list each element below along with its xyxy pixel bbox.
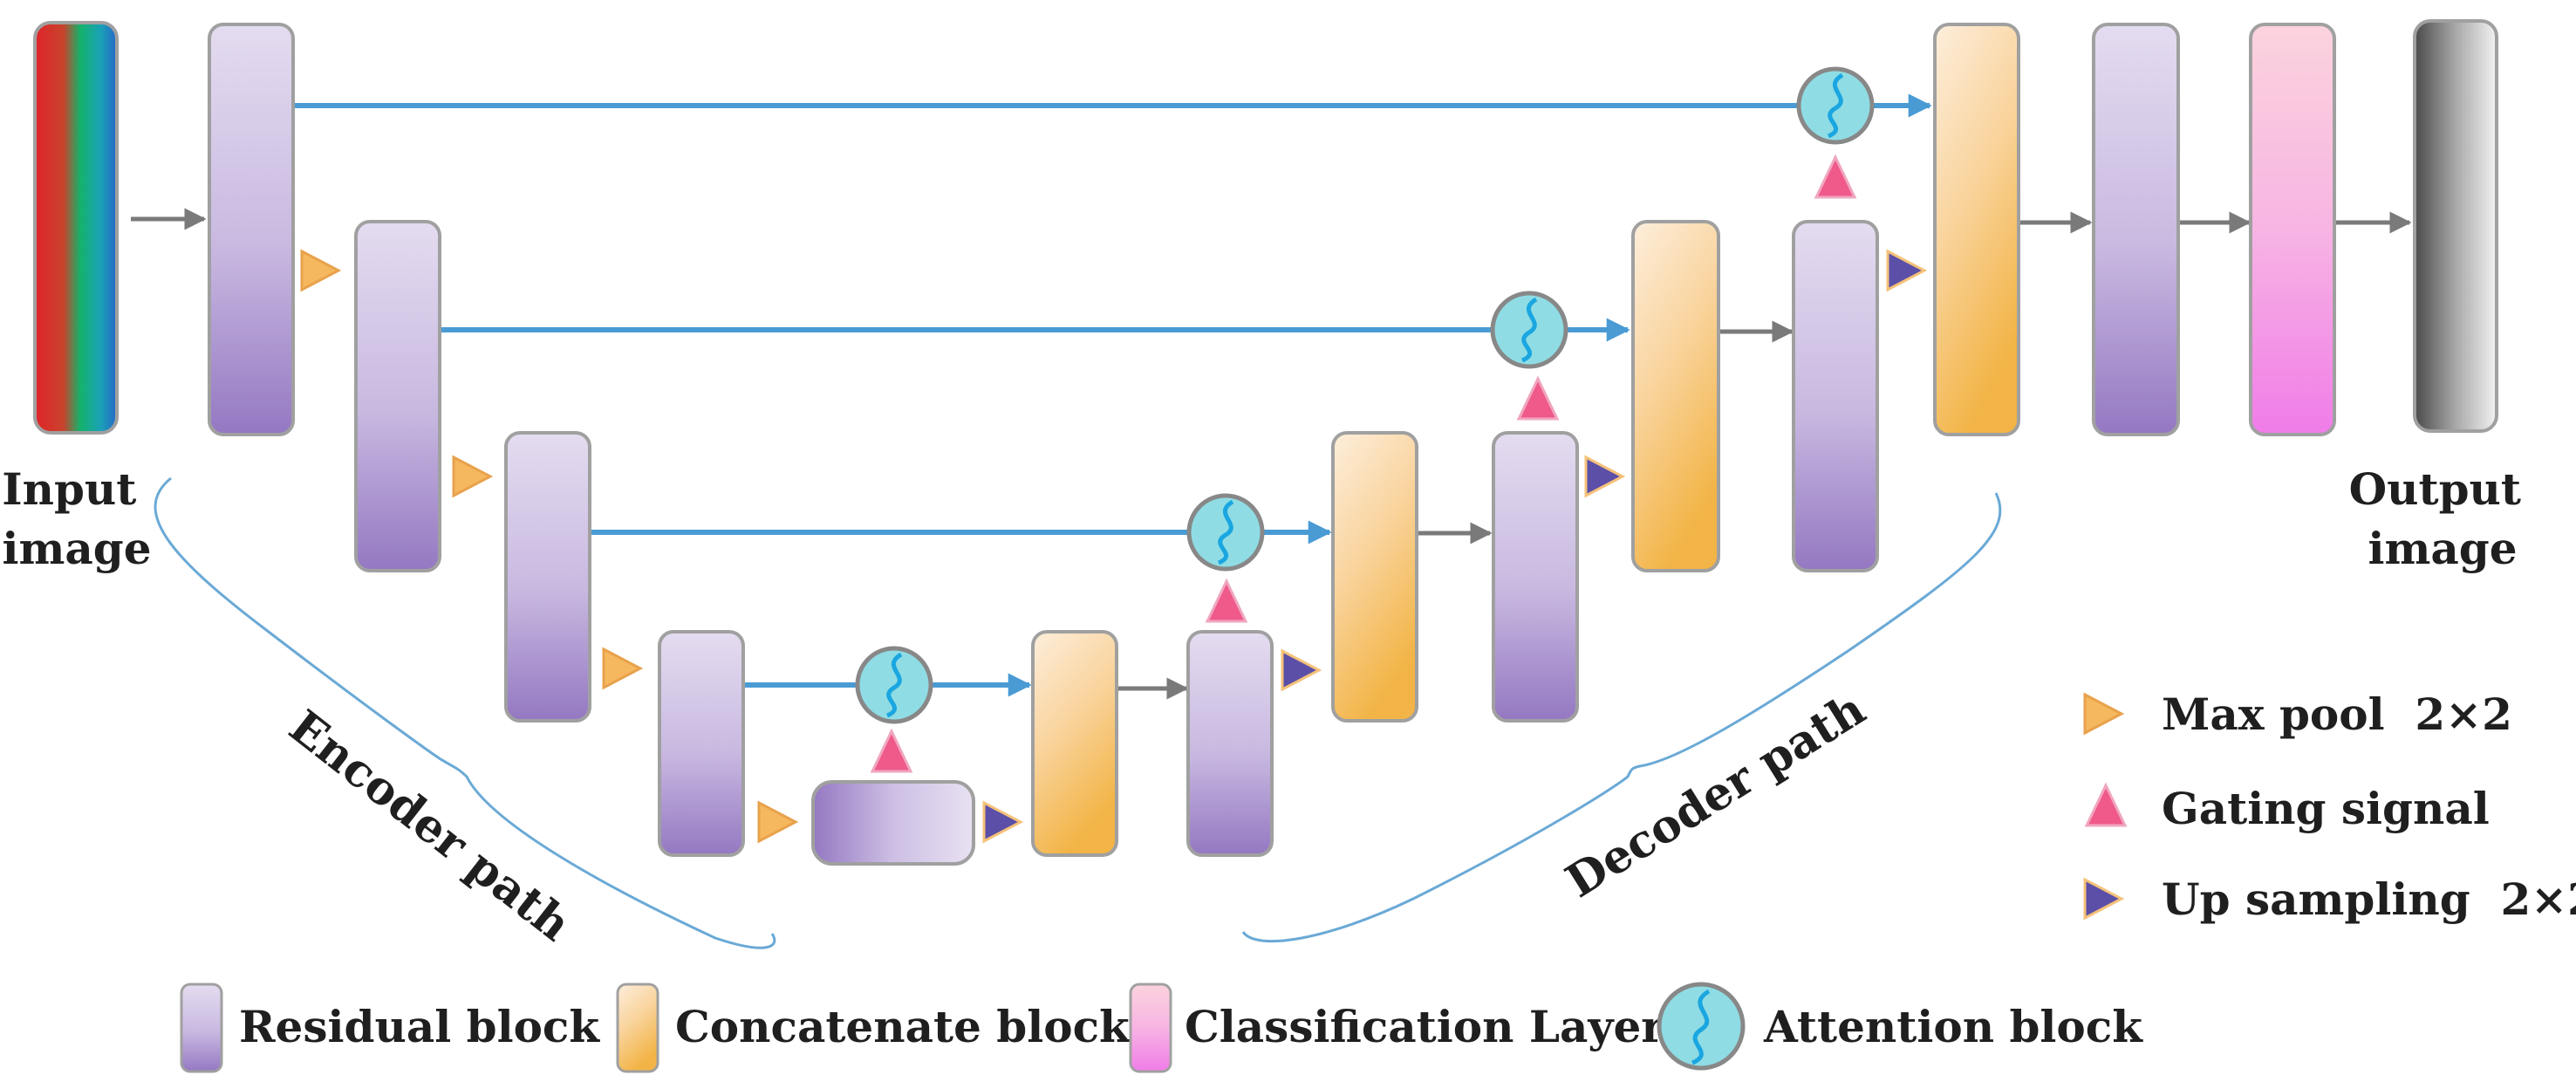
- decoder-concatenate-block-1: [1933, 23, 2020, 436]
- attention-blocks: [855, 66, 1875, 724]
- up-sampling-legend-icon: [2083, 877, 2125, 921]
- max-pool-1: [300, 249, 342, 292]
- legend-bottom: Residual block Concatenate block Classif…: [180, 982, 2143, 1073]
- decoder-concatenate-block-2: [1631, 220, 1720, 572]
- up-sampling-2: [1281, 648, 1322, 692]
- encoder-path-label: Encoder path: [279, 700, 580, 952]
- bottleneck-residual-block: [811, 780, 975, 866]
- blocks: [33, 19, 2498, 866]
- output-image-block: [2413, 19, 2498, 433]
- attention-block-2: [1490, 291, 1568, 369]
- max-pool-legend-icon: [2083, 692, 2125, 736]
- up-sampling-4: [1886, 249, 1928, 292]
- max-pool-markers: [300, 249, 799, 844]
- decoder-residual-block-1: [2092, 23, 2180, 436]
- decoder-concatenate-block-4: [1031, 630, 1118, 857]
- up-sampling-1: [982, 800, 1024, 844]
- classification-legend-swatch: [1129, 983, 1172, 1073]
- skip-connections: [293, 93, 1932, 697]
- legend-max-pool-label: Max pool 2×2: [2162, 688, 2512, 740]
- legend-upsampling-label: Up sampling 2×2: [2162, 873, 2576, 925]
- encoder-residual-block-4: [658, 630, 745, 857]
- legend-classification-label: Classification Layer: [1185, 1001, 1664, 1052]
- decoder-residual-block-2: [1792, 220, 1879, 572]
- gating-signal-3: [1205, 578, 1248, 623]
- gating-signal-4: [870, 728, 913, 773]
- decoder-brace: [1241, 492, 2002, 943]
- attention-block-1: [1796, 66, 1875, 145]
- attention-block-4: [855, 646, 933, 724]
- decoder-path-label: Decoder path: [1557, 682, 1875, 908]
- braces: [154, 476, 2002, 949]
- legend-right: Max pool 2×2 Gating signal Up sampling 2…: [2083, 688, 2576, 925]
- concatenate-legend-swatch: [616, 983, 659, 1073]
- decoder-residual-block-3: [1492, 431, 1579, 723]
- encoder-brace: [154, 476, 776, 949]
- input-image-block: [33, 21, 119, 435]
- output-label: Output image: [2349, 463, 2537, 574]
- legend-gating-label: Gating signal: [2162, 783, 2490, 834]
- input-label: Input image: [2, 463, 152, 574]
- flow-arrows: [131, 208, 2412, 700]
- legend-residual-label: Residual block: [239, 1001, 600, 1052]
- attention-legend-icon: [1657, 982, 1746, 1071]
- gating-signal-1: [1814, 154, 1857, 199]
- max-pool-2: [452, 455, 494, 498]
- gating-signal-2: [1516, 375, 1560, 421]
- max-pool-3: [602, 647, 644, 690]
- gating-signals: [870, 154, 1857, 773]
- residual-legend-swatch: [180, 983, 223, 1073]
- legend-attention-label: Attention block: [1763, 1001, 2143, 1052]
- attention-block-3: [1186, 493, 1265, 572]
- decoder-concatenate-block-3: [1331, 431, 1418, 723]
- up-sampling-markers: [982, 249, 1928, 844]
- encoder-residual-block-1: [208, 23, 295, 436]
- encoder-residual-block-2: [354, 220, 441, 572]
- encoder-residual-block-3: [504, 431, 591, 723]
- decoder-residual-block-4: [1186, 630, 1274, 857]
- classification-layer-block: [2249, 23, 2336, 436]
- gating-signal-legend-icon: [2084, 782, 2128, 827]
- max-pool-4: [757, 800, 799, 844]
- up-sampling-3: [1584, 455, 1626, 498]
- legend-concatenate-label: Concatenate block: [675, 1001, 1131, 1052]
